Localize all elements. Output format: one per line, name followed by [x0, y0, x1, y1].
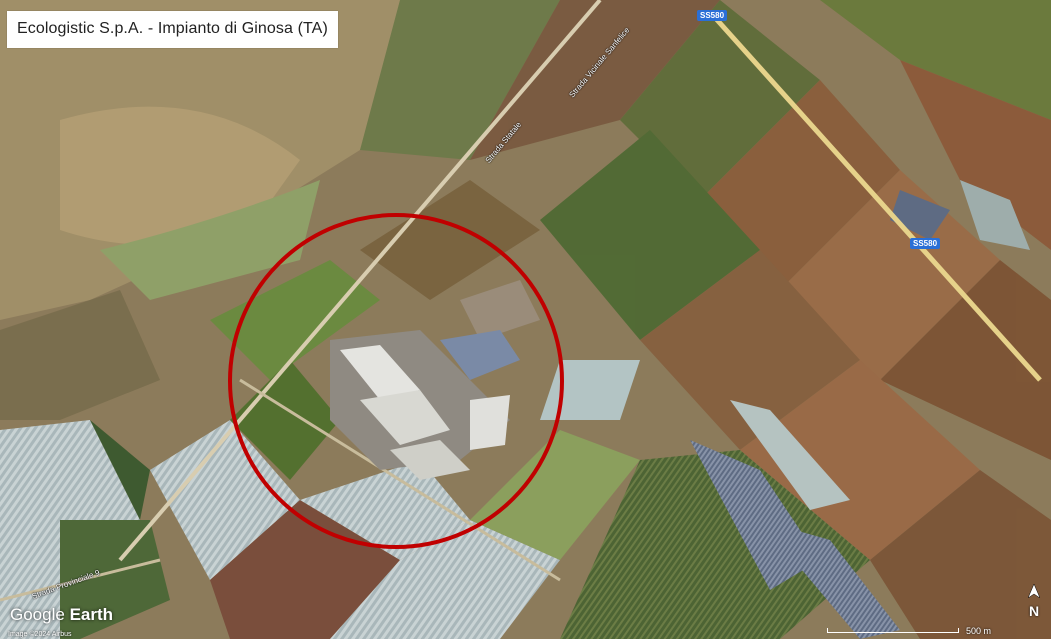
ss580-shield-mid: SS580: [910, 238, 941, 249]
scale-bar: [827, 628, 959, 633]
north-arrow-icon: N: [1025, 583, 1043, 619]
map-title: Ecologistic S.p.A. - Impianto di Ginosa …: [7, 11, 338, 48]
google-earth-logo: Google Earth: [10, 605, 114, 624]
ss580-shield-top: SS580: [697, 10, 728, 21]
north-arrow-icon-shape: [1027, 583, 1041, 599]
road-local: [239, 378, 561, 582]
road-ss580: [708, 10, 1042, 382]
road-vicinale: [118, 0, 602, 562]
imagery-attribution: Image ©2024 Airbus: [8, 631, 72, 638]
fields: [470, 0, 1051, 639]
north-label: N: [1028, 603, 1040, 619]
scale-label: 500 m: [965, 626, 991, 636]
highlight-circle: [228, 213, 564, 549]
industrial-plant: [330, 330, 520, 480]
